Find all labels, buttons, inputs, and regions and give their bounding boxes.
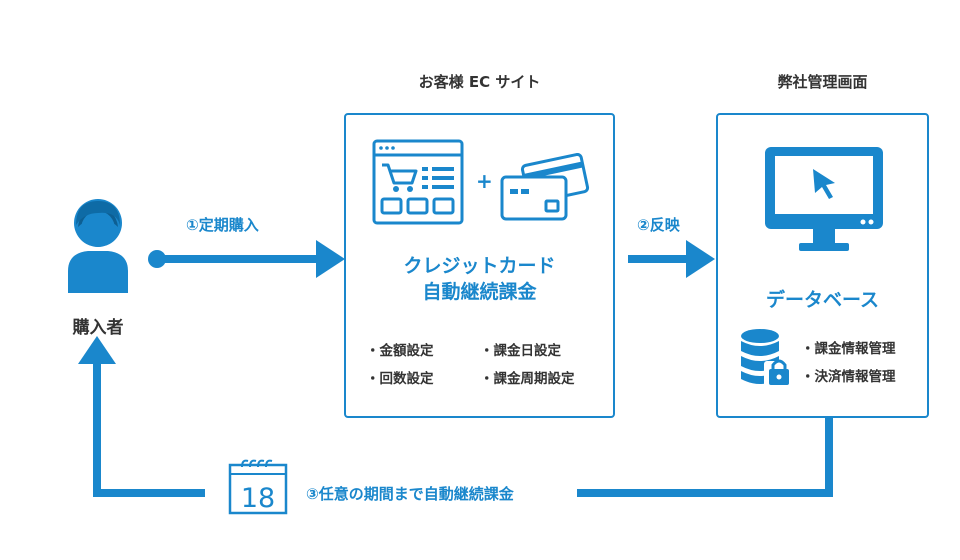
arrow-purchase xyxy=(148,240,345,278)
admin-box: データベース ・課金情報管理 ・決済情報管理 xyxy=(716,113,929,418)
admin-title: データベース xyxy=(765,289,880,311)
step2-label: ②反映 xyxy=(637,216,680,234)
buyer-label: 購入者 xyxy=(72,318,124,338)
admin-heading: 弊社管理画面 xyxy=(777,73,868,91)
monitor-cursor-icon xyxy=(765,147,883,251)
ec-site-box: + クレジットカード 自動継続課金 ・金額設定 ・課金日設定 ・回数設定 ・課金… xyxy=(344,113,615,418)
arrow-recurring-billing xyxy=(78,336,833,497)
ec-site-heading: お客様 EC サイト xyxy=(418,73,541,91)
calendar-day: 18 xyxy=(241,483,275,514)
plus-sign: + xyxy=(476,169,493,193)
step3-label: ③任意の期間まで自動継続課金 xyxy=(306,485,514,503)
ec-site-title-line1: クレジットカード xyxy=(403,255,556,277)
person-icon xyxy=(68,199,128,293)
ec-item-billing-date: ・課金日設定 xyxy=(480,343,561,359)
step1-label: ①定期購入 xyxy=(186,216,259,234)
database-lock-icon xyxy=(741,329,794,387)
admin-item-billing: ・課金情報管理 xyxy=(801,341,896,357)
ec-item-count: ・回数設定 xyxy=(366,371,434,387)
admin-item-payment: ・決済情報管理 xyxy=(801,369,896,385)
ec-site-title-line2: 自動継続課金 xyxy=(422,281,537,303)
ec-item-cycle: ・課金周期設定 xyxy=(480,371,575,387)
webpage-cart-icon xyxy=(372,139,464,225)
calendar-icon: 18 xyxy=(228,459,288,515)
ec-item-amount: ・金額設定 xyxy=(366,343,434,359)
credit-card-icon xyxy=(500,153,590,221)
arrow-reflect xyxy=(628,240,715,278)
